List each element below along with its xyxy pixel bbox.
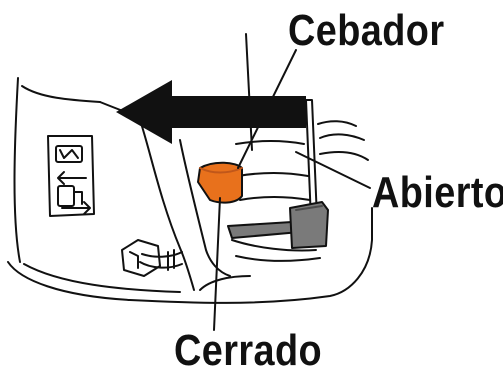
abierto-leader-line	[296, 152, 370, 188]
cerrado-leader-line	[214, 198, 220, 330]
label-cerrado: Cerrado	[174, 326, 322, 376]
label-cebador: Cebador	[288, 6, 445, 56]
fuel-symbol-panel	[48, 136, 94, 216]
gray-lever	[228, 202, 328, 248]
label-abierto: Abierto	[372, 168, 503, 218]
choke-lever	[198, 163, 242, 203]
carburetor-body	[180, 34, 368, 276]
bolt	[122, 240, 182, 276]
